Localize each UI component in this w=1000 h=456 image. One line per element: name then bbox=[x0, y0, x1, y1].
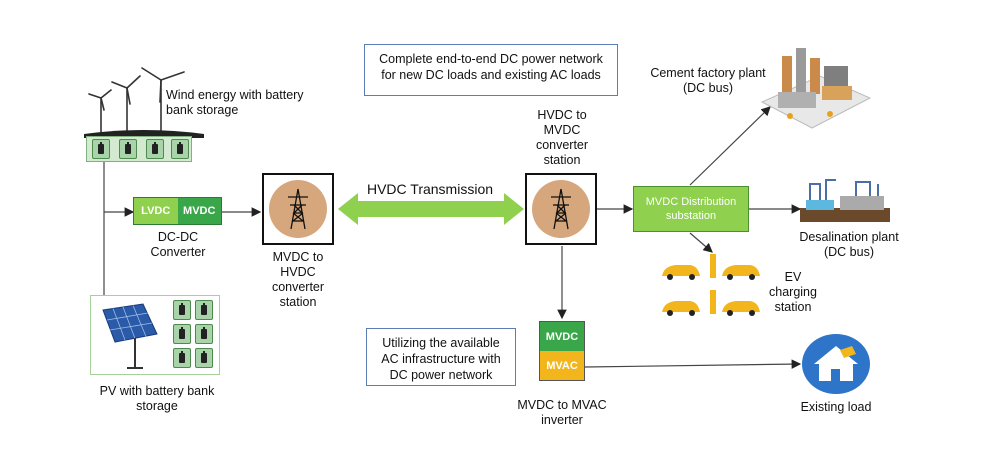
transmission-tower-icon bbox=[551, 188, 571, 230]
hvdc-arrow bbox=[338, 193, 524, 225]
inverter-mvac-block: MVAC bbox=[540, 351, 584, 380]
mvdc-block: MVDC bbox=[177, 198, 221, 224]
note-top: Complete end-to-end DC power network for… bbox=[364, 44, 618, 96]
cement-factory-icon bbox=[760, 48, 872, 129]
hvdc-label: HVDC Transmission bbox=[366, 181, 494, 197]
station-left bbox=[262, 173, 334, 245]
station-right-label: HVDC to MVDC converter station bbox=[535, 108, 589, 167]
battery-icon bbox=[92, 139, 110, 159]
dcdc-converter: LVDC MVDC bbox=[133, 197, 222, 225]
battery-icon bbox=[173, 324, 191, 344]
inverter-label: MVDC to MVAC inverter bbox=[517, 398, 607, 427]
existing-load-label: Existing load bbox=[800, 400, 872, 414]
battery-icon bbox=[195, 348, 213, 368]
mvdc-mvac-inverter: MVDC MVAC bbox=[539, 321, 585, 381]
pv-label: PV with battery bank storage bbox=[99, 384, 215, 413]
battery-icon bbox=[195, 300, 213, 320]
wind-battery-bank bbox=[86, 136, 192, 162]
lvdc-block: LVDC bbox=[134, 198, 178, 224]
ev-charging-icon bbox=[662, 254, 760, 316]
station-right bbox=[525, 173, 597, 245]
battery-icon bbox=[173, 348, 191, 368]
battery-icon bbox=[195, 324, 213, 344]
battery-icon bbox=[146, 139, 164, 159]
inverter-mvdc-block: MVDC bbox=[540, 322, 584, 351]
transmission-tower-icon bbox=[288, 188, 308, 230]
wind-turbines-icon bbox=[84, 67, 204, 138]
desal-label: Desalination plant (DC bus) bbox=[799, 230, 899, 259]
cement-label: Cement factory plant (DC bus) bbox=[650, 66, 766, 95]
house-icon bbox=[802, 334, 870, 394]
distribution-substation: MVDC Distribution substation bbox=[633, 186, 749, 232]
battery-icon bbox=[173, 300, 191, 320]
desalination-plant-icon bbox=[800, 179, 890, 222]
battery-icon bbox=[119, 139, 137, 159]
solar-panel-icon bbox=[102, 303, 158, 369]
wind-label: Wind energy with battery bank storage bbox=[166, 88, 304, 117]
note-bottom: Utilizing the available AC infrastructur… bbox=[366, 328, 516, 386]
pv-box bbox=[90, 295, 220, 375]
station-left-label: MVDC to HVDC converter station bbox=[271, 250, 325, 309]
ev-label: EV charging station bbox=[769, 270, 817, 314]
battery-icon bbox=[171, 139, 189, 159]
dcdc-label: DC-DC Converter bbox=[150, 230, 206, 259]
